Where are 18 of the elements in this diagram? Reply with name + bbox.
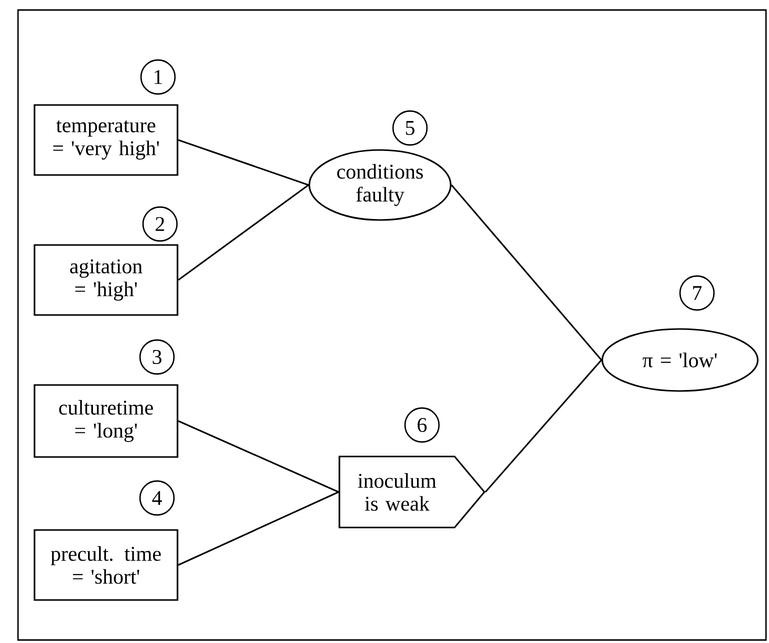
connector-line — [178, 184, 309, 281]
connector-line — [178, 491, 339, 566]
callout-number: 5 — [392, 110, 428, 146]
callout-number: 4 — [139, 480, 175, 516]
connector-line — [450, 184, 602, 361]
condition-box: precult. time = 'short' — [34, 529, 178, 601]
connector-line — [178, 139, 309, 186]
connector-line — [484, 359, 602, 493]
connector-line — [178, 420, 339, 493]
callout-number: 6 — [404, 407, 440, 443]
conclusion-pentagon: inoculum is weak — [338, 456, 486, 528]
callout-number: 7 — [679, 275, 715, 311]
condition-box: temperature = 'very high' — [34, 104, 178, 176]
condition-box: culturetime = 'long' — [34, 384, 178, 458]
callout-number: 1 — [140, 59, 176, 95]
condition-box: agitation = 'high' — [34, 244, 178, 316]
callout-number: 3 — [139, 339, 175, 375]
callout-number: 2 — [142, 206, 178, 242]
